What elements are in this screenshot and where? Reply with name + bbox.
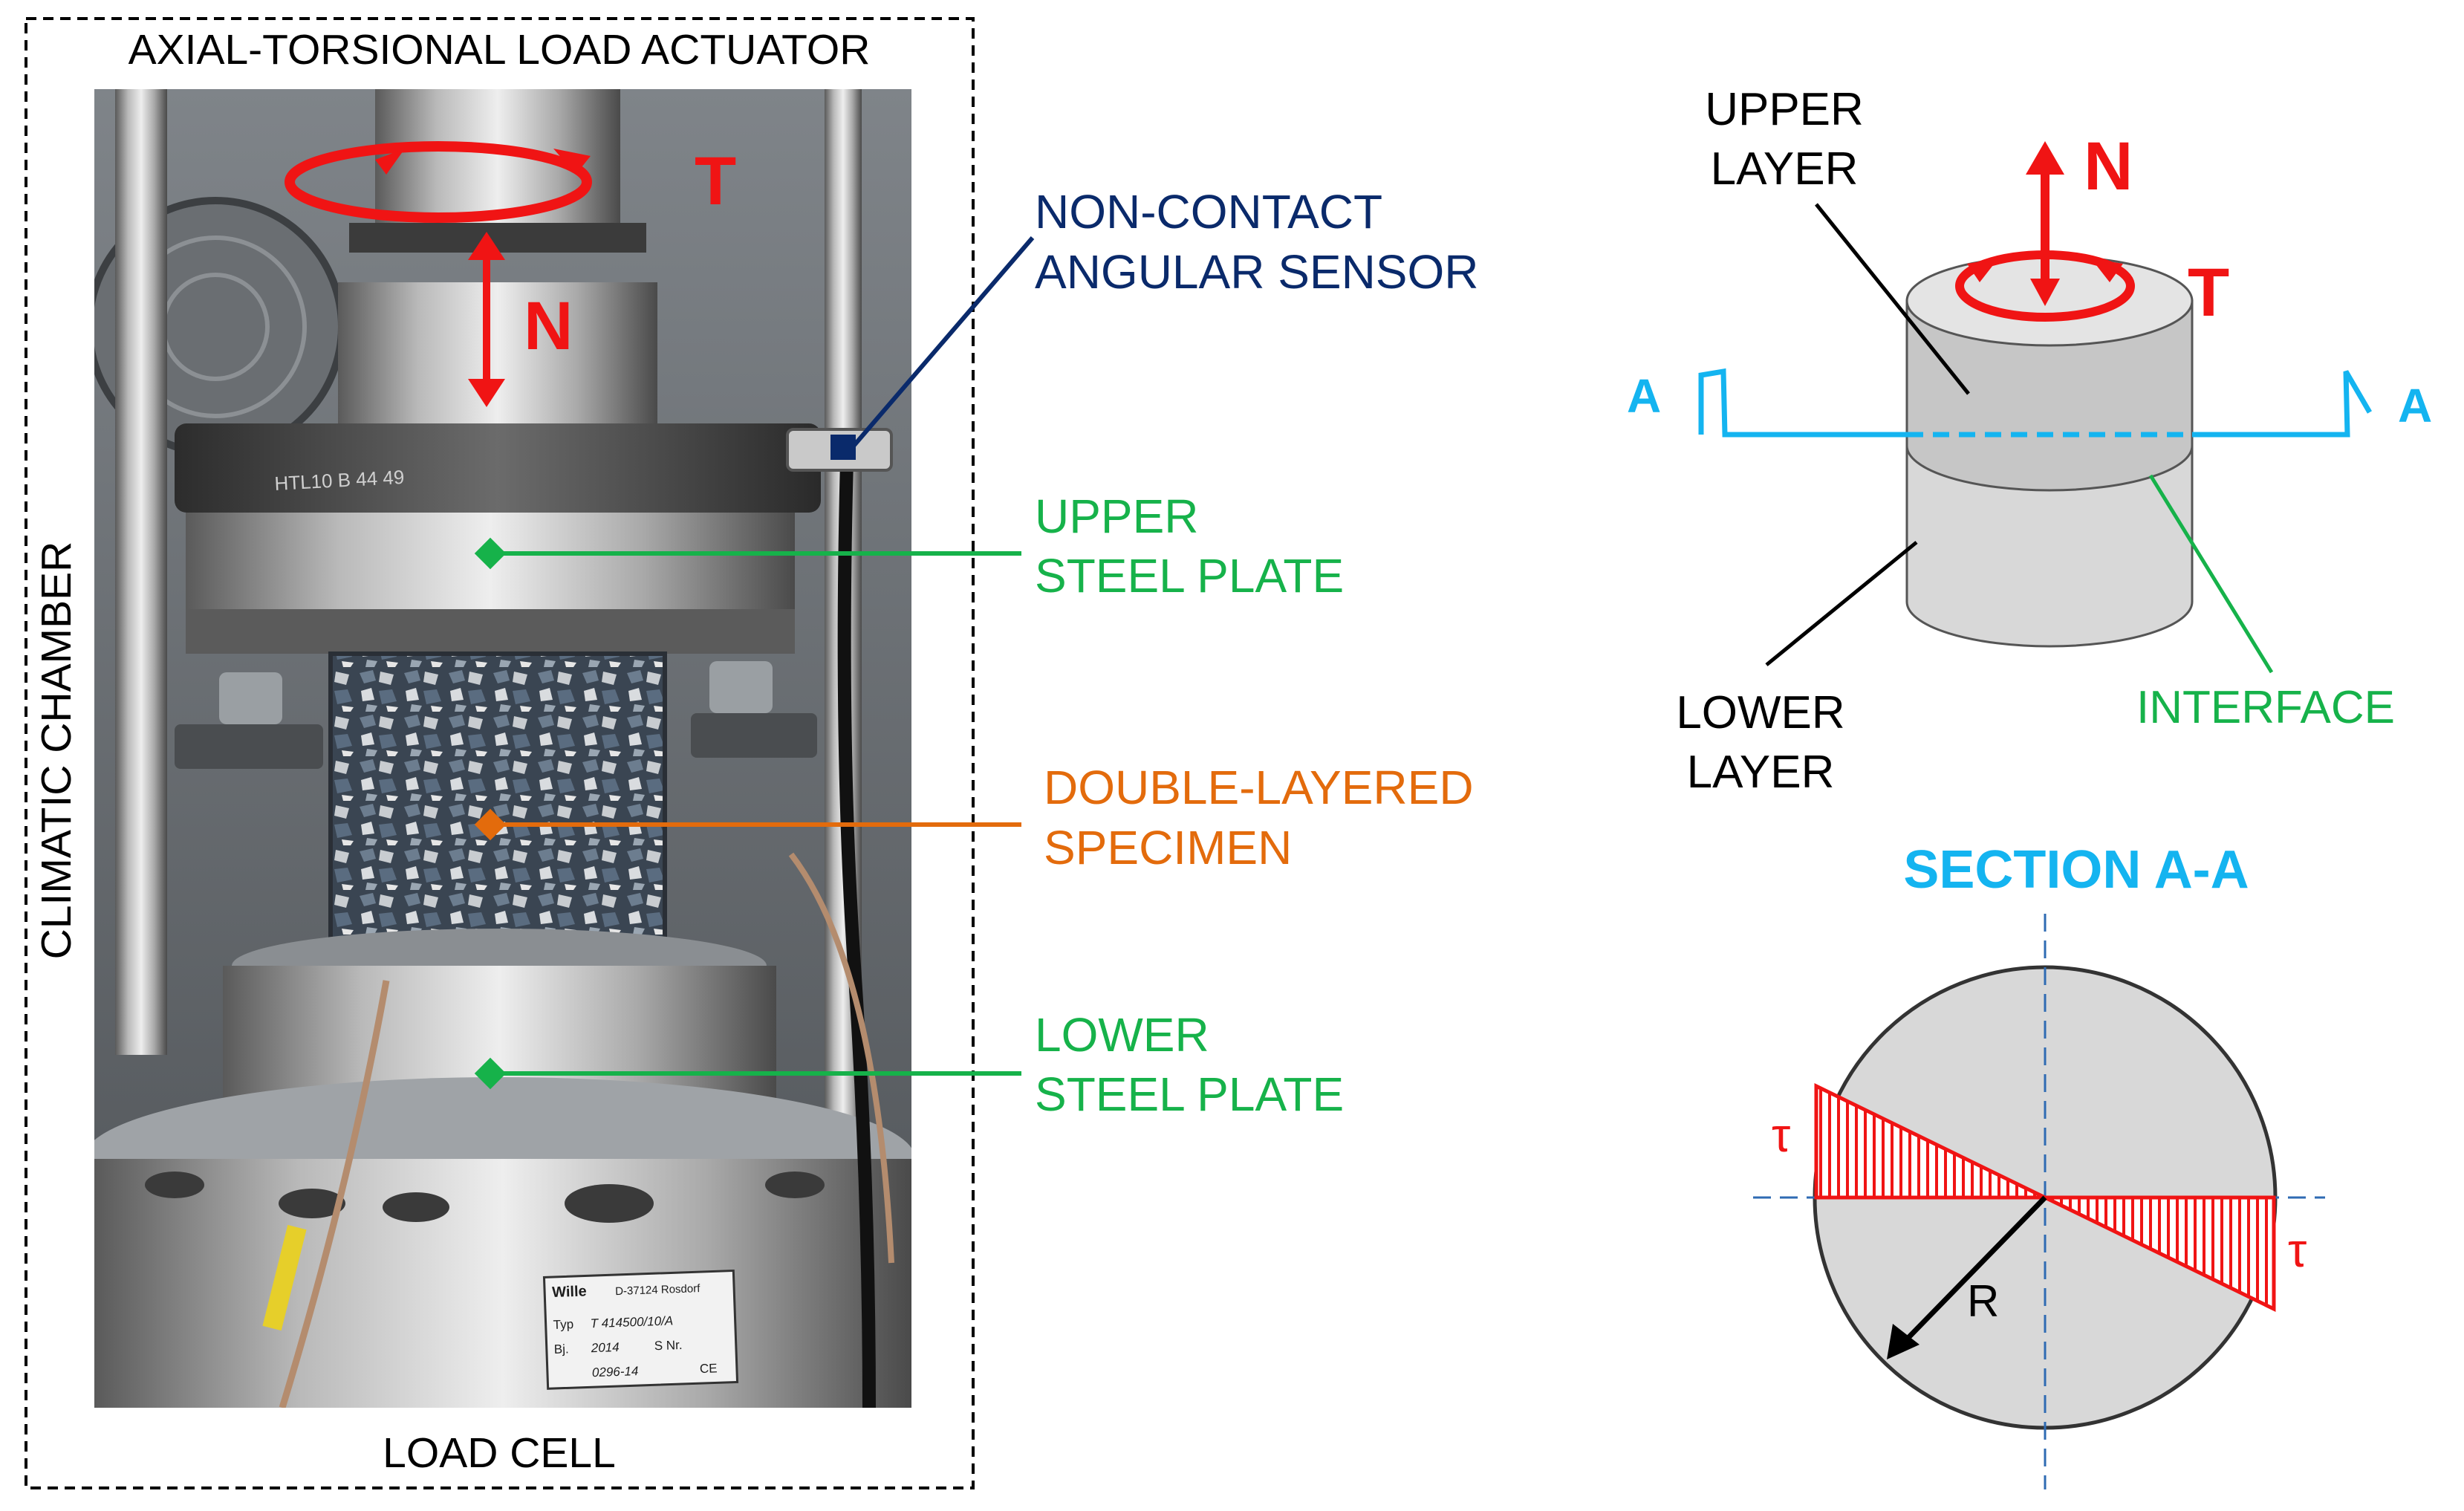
lower-layer-label-line2: LAYER <box>1687 747 1835 798</box>
radius-arrow <box>1896 1195 2047 1351</box>
nameplate-row2-key2: S Nr. <box>654 1338 682 1353</box>
section-mark-right: A <box>2398 379 2432 432</box>
specimen-label-line1: DOUBLE-LAYERED <box>1044 761 1474 814</box>
sensor-cable <box>837 460 876 1408</box>
upper-layer-leader <box>1815 203 1970 395</box>
nameplate-row2-val: 2014 <box>590 1340 619 1355</box>
lower-plate-label-line2: STEEL PLATE <box>1035 1068 1344 1121</box>
tau-right: τ <box>2288 1224 2307 1277</box>
sensor-leader <box>848 236 1035 451</box>
sensor-label-line1: NON-CONTACT <box>1035 185 1382 238</box>
radius-label: R <box>1967 1276 1999 1326</box>
interface-leader <box>2148 474 2274 674</box>
lower-layer-leader <box>1765 541 1918 666</box>
upper-plate-label-line1: UPPER <box>1035 490 1199 543</box>
nameplate-address: D-37124 Rosdorf <box>615 1282 701 1298</box>
upper-layer-label-line1: UPPER <box>1705 84 1864 135</box>
nameplate: Wille D-37124 Rosdorf Typ T 414500/10/A … <box>542 1269 739 1390</box>
interface-label: INTERFACE <box>2136 682 2395 733</box>
specimen-label-line2: SPECIMEN <box>1044 821 1292 874</box>
upper-layer-shape <box>1905 299 2194 492</box>
schematic-torque-ring <box>1955 250 2135 322</box>
lower-layer-label-line1: LOWER <box>1676 687 1844 738</box>
upper-plate-label-line2: STEEL PLATE <box>1035 549 1344 602</box>
nameplate-row3-val: 0296-14 <box>592 1364 639 1380</box>
schematic-torque-symbol: T <box>2188 255 2229 331</box>
lower-layer-shape <box>1905 444 2194 648</box>
schematic-axial-symbol: N <box>2084 129 2133 204</box>
lower-plate-label-line1: LOWER <box>1035 1008 1209 1062</box>
section-line-left <box>1698 368 1907 438</box>
actuator-piston <box>338 282 657 431</box>
photo-torque-symbol: T <box>695 143 736 219</box>
shear-stress-left <box>1814 1083 2047 1200</box>
specimen-shape <box>331 654 665 966</box>
bottom-label: LOAD CELL <box>383 1429 616 1477</box>
upper-layer-label-line2: LAYER <box>1711 143 1859 195</box>
nameplate-mark: CE <box>700 1361 718 1376</box>
panel-frame <box>25 17 975 1489</box>
shear-stress-right <box>2044 1195 2276 1312</box>
left-column <box>115 89 167 1055</box>
load-flange <box>175 423 821 513</box>
photo-axial-symbol: N <box>524 288 573 364</box>
tau-left: τ <box>1772 1108 1790 1162</box>
section-mark-left: A <box>1627 369 1661 423</box>
nameplate-row2-key: Bj. <box>554 1342 569 1356</box>
sensor-label-line2: ANGULAR SENSOR <box>1035 245 1478 299</box>
section-title: SECTION A-A <box>1903 840 2249 900</box>
torque-arrow-ring <box>285 141 592 223</box>
thermocouple-cable <box>279 980 390 1408</box>
load-cell-base <box>94 1159 911 1408</box>
nameplate-row1-key: Typ <box>553 1317 573 1332</box>
section-line-right <box>2192 370 2373 438</box>
top-label: AXIAL-TORSIONAL LOAD ACTUATOR <box>129 26 871 74</box>
nameplate-brand: Wille <box>552 1283 587 1301</box>
side-label: CLIMATIC CHAMBER <box>33 542 80 960</box>
nameplate-row1-val: T 414500/10/A <box>590 1313 673 1330</box>
test-rig-photo: HTL10 B 44 49 <box>94 89 911 1408</box>
